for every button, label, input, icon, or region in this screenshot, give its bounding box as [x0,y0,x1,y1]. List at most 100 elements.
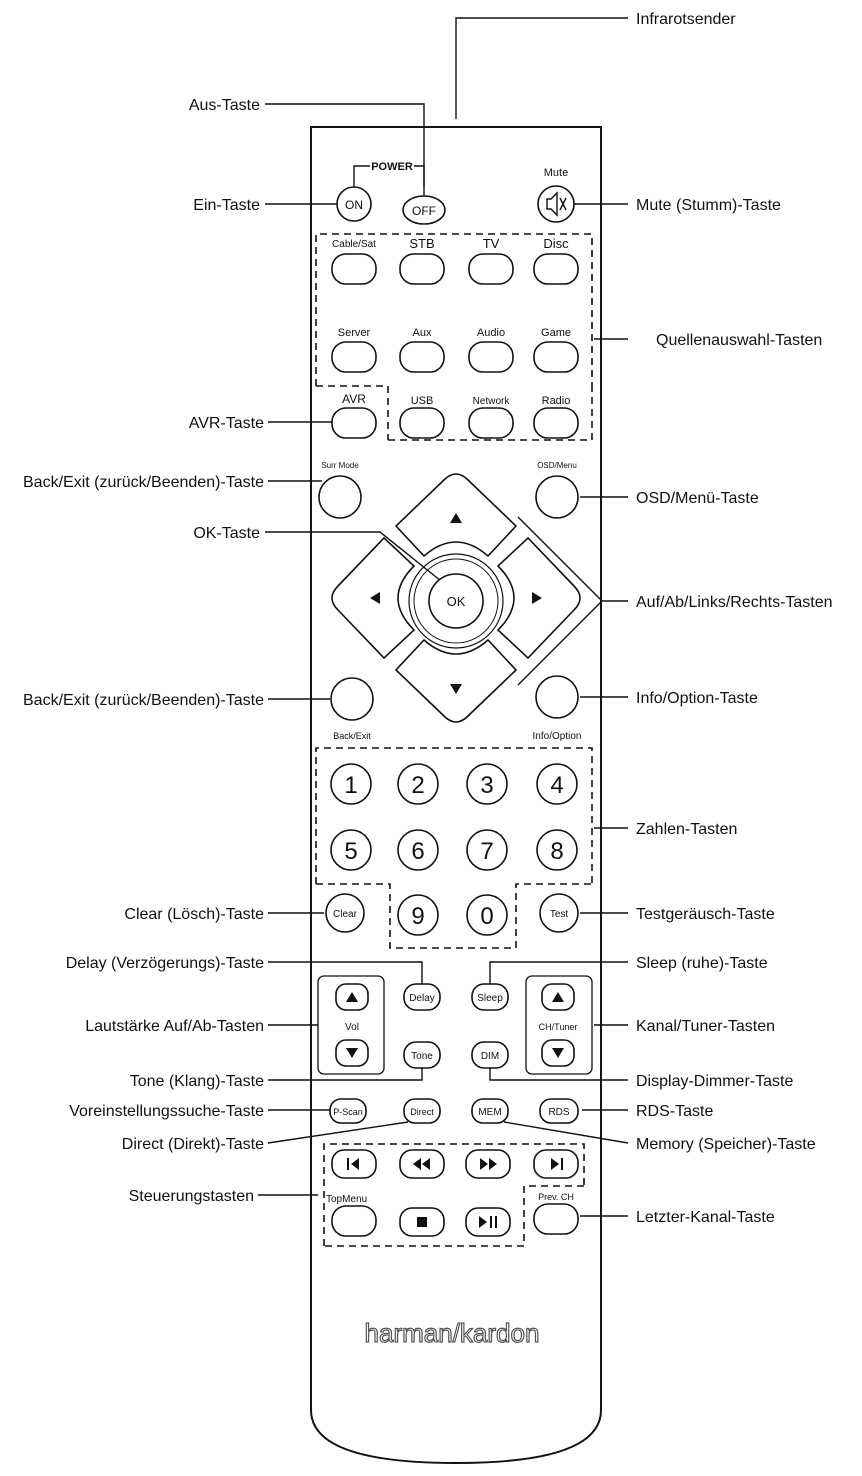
source-button-cable-sat[interactable]: Cable/Sat [331,239,377,285]
number-button-1[interactable]: 1 [330,763,372,805]
callout-steuerung: Steuerungstasten [129,1188,254,1205]
back-exit-button[interactable] [330,677,374,721]
callout-auf-ab: Auf/Ab/Links/Rechts-Tasten [636,594,833,611]
tone-button[interactable]: Tone [403,1041,441,1069]
number-button-4[interactable]: 4 [536,763,578,805]
callout-info-option: Info/Option-Taste [636,690,758,707]
source-label-cable-sat: Cable/Sat [332,239,376,250]
callout-mute-taste: Mute (Stumm)-Taste [636,197,781,214]
callout-sleep: Sleep (ruhe)-Taste [636,955,768,972]
number-button-3[interactable]: 3 [466,763,508,805]
vol-group-outline [317,975,385,1075]
back-exit-label: Back/Exit [333,731,371,741]
fast-forward-button[interactable] [465,1149,511,1179]
play-pause-button[interactable] [465,1207,511,1237]
callout-avr-taste: AVR-Taste [189,415,264,432]
number-button-5[interactable]: 5 [330,829,372,871]
number-button-2-label: 2 [411,772,424,799]
avr-button[interactable]: AVR [331,392,377,439]
skip-forward-icon [551,1158,563,1170]
info-option-button[interactable] [535,675,579,719]
number-button-8[interactable]: 8 [536,829,578,871]
clear-button[interactable]: Clear [325,893,365,933]
osd-menu-label: OSD/Menu [537,461,577,470]
on-button[interactable]: ON [336,186,372,222]
vol-label: Vol [345,1022,359,1033]
skip-forward-button[interactable] [533,1149,579,1179]
number-button-2[interactable]: 2 [397,763,439,805]
arrow-up-icon [552,992,564,1002]
skip-back-button[interactable] [331,1149,377,1179]
mem-button-label: MEM [478,1107,501,1118]
callout-back-exit-bottom: Back/Exit (zurück/Beenden)-Taste [23,692,264,709]
number-button-7-label: 7 [480,838,493,865]
test-button[interactable]: Test [539,893,579,933]
tone-button-label: Tone [411,1051,433,1062]
sleep-button-label: Sleep [477,993,503,1004]
pscan-button-label: P-Scan [333,1107,363,1117]
source-button-usb[interactable]: USB [399,395,445,439]
surr-mode-button[interactable] [318,475,362,519]
number-group-outline [315,747,593,949]
arrow-down-icon [346,1048,358,1058]
transport-group-outline [323,1143,585,1247]
dim-button[interactable]: DIM [471,1041,509,1069]
arrow-left-icon [370,592,380,604]
callout-labels: Infrarotsender Aus-Taste Ein-Taste Mute … [23,11,833,1226]
number-buttons: 1 2 3 4 5 6 7 8 9 0 [330,763,578,936]
ok-ring-outer [408,553,504,649]
source-button-tv[interactable]: TV [468,236,514,285]
ch-group-outline [525,975,593,1075]
sleep-button[interactable]: Sleep [471,983,509,1011]
speaker-muted-icon [546,191,567,217]
dim-button-label: DIM [481,1051,499,1062]
rewind-icon [413,1158,430,1170]
rewind-button[interactable] [399,1149,445,1179]
source-button-radio[interactable]: Radio [533,395,579,439]
number-button-0[interactable]: 0 [466,894,508,936]
source-button-network[interactable]: Network [468,396,514,439]
source-button-audio[interactable]: Audio [468,327,514,373]
number-button-9[interactable]: 9 [397,894,439,936]
callout-memory: Memory (Speicher)-Taste [636,1136,816,1153]
source-button-disc[interactable]: Disc [533,236,579,285]
source-label-game: Game [541,327,571,339]
callout-direct: Direct (Direkt)-Taste [122,1136,264,1153]
mute-button[interactable] [537,185,575,223]
callout-ok-taste: OK-Taste [193,525,260,542]
rds-button[interactable]: RDS [539,1098,579,1124]
top-menu-button[interactable] [331,1205,377,1237]
pscan-button[interactable]: P-Scan [329,1098,367,1124]
number-button-9-label: 9 [411,903,424,930]
top-menu-label: TopMenu [326,1194,367,1205]
arrow-up-icon [450,513,462,523]
vol-down-button[interactable] [335,1039,369,1067]
delay-button-label: Delay [409,993,435,1004]
number-button-7[interactable]: 7 [466,829,508,871]
vol-up-button[interactable] [335,983,369,1011]
source-button-server[interactable]: Server [331,327,377,373]
stop-icon [417,1217,427,1227]
ch-down-button[interactable] [541,1039,575,1067]
callout-tone: Tone (Klang)-Taste [130,1073,264,1090]
off-button[interactable]: OFF [402,195,446,225]
direct-button[interactable]: Direct [403,1098,441,1124]
osd-menu-button[interactable] [535,475,579,519]
source-group-outline [315,233,593,441]
number-button-3-label: 3 [480,772,493,799]
number-button-6[interactable]: 6 [397,829,439,871]
source-button-game[interactable]: Game [533,327,579,373]
prev-ch-button[interactable] [533,1203,579,1235]
mem-button[interactable]: MEM [471,1098,509,1124]
source-button-aux[interactable]: Aux [399,327,445,373]
nav-down-button[interactable] [394,638,518,723]
stop-button[interactable] [399,1207,445,1237]
skip-back-icon [347,1158,359,1170]
ch-up-button[interactable] [541,983,575,1011]
callout-aus-taste: Aus-Taste [189,97,260,114]
source-button-stb[interactable]: STB [399,236,445,285]
callout-clear: Clear (Lösch)-Taste [124,906,264,923]
delay-button[interactable]: Delay [403,983,441,1011]
ok-button[interactable] [428,573,484,629]
ok-button-label: OK [447,594,466,609]
